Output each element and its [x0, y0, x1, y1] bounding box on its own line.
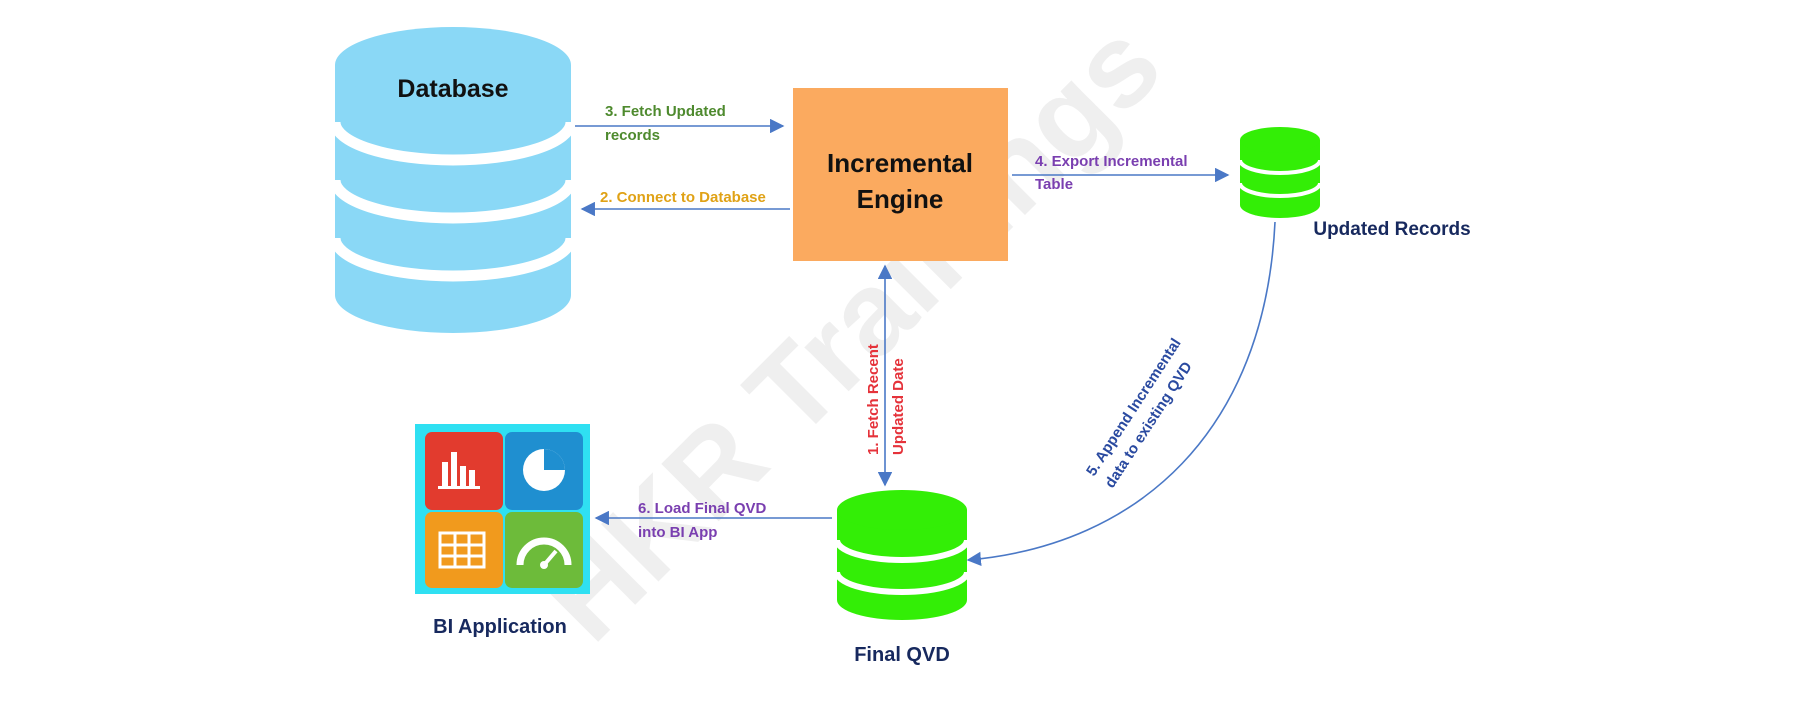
edge-3-label-line2: records [605, 127, 660, 144]
edge-6-label-line1: 6. Load Final QVD [638, 500, 767, 517]
final-qvd-node: Final QVD [834, 490, 970, 666]
edge-4-label-line1: 4. Export Incremental [1035, 153, 1188, 170]
table-icon [438, 531, 486, 569]
edges [575, 118, 1276, 567]
edge-2-label: 2. Connect to Database [600, 189, 766, 206]
edge-1-label-line2: Updated Date [890, 358, 907, 455]
updated-records-node: Updated Records [1238, 127, 1471, 240]
final-qvd-icon [834, 490, 970, 620]
gauge-icon [516, 537, 572, 569]
updated-records-icon [1238, 127, 1322, 218]
edge-3-label-line1: 3. Fetch Updated [605, 103, 726, 120]
edge-6-label-line2: into BI App [638, 524, 717, 541]
database-icon [329, 27, 577, 333]
engine-box [793, 88, 1008, 261]
edge-4-label-line2: Table [1035, 176, 1073, 193]
bar-chart-icon [438, 452, 480, 489]
incremental-engine-node: Incremental Engine [793, 88, 1008, 261]
bi-application-node: BI Application [415, 424, 590, 638]
bi-application-label: BI Application [433, 616, 567, 638]
engine-label-line1: Incremental [827, 148, 973, 178]
edge-5-arrow [966, 221, 1276, 567]
bi-application-icon [415, 424, 590, 594]
final-qvd-label: Final QVD [854, 644, 950, 666]
database-label: Database [397, 75, 508, 103]
updated-records-label: Updated Records [1313, 219, 1470, 240]
pie-chart-icon [523, 449, 565, 491]
database-node: Database [329, 27, 577, 333]
edge-1-label-line1: 1. Fetch Recent [865, 344, 882, 455]
engine-label-line2: Engine [857, 184, 944, 214]
